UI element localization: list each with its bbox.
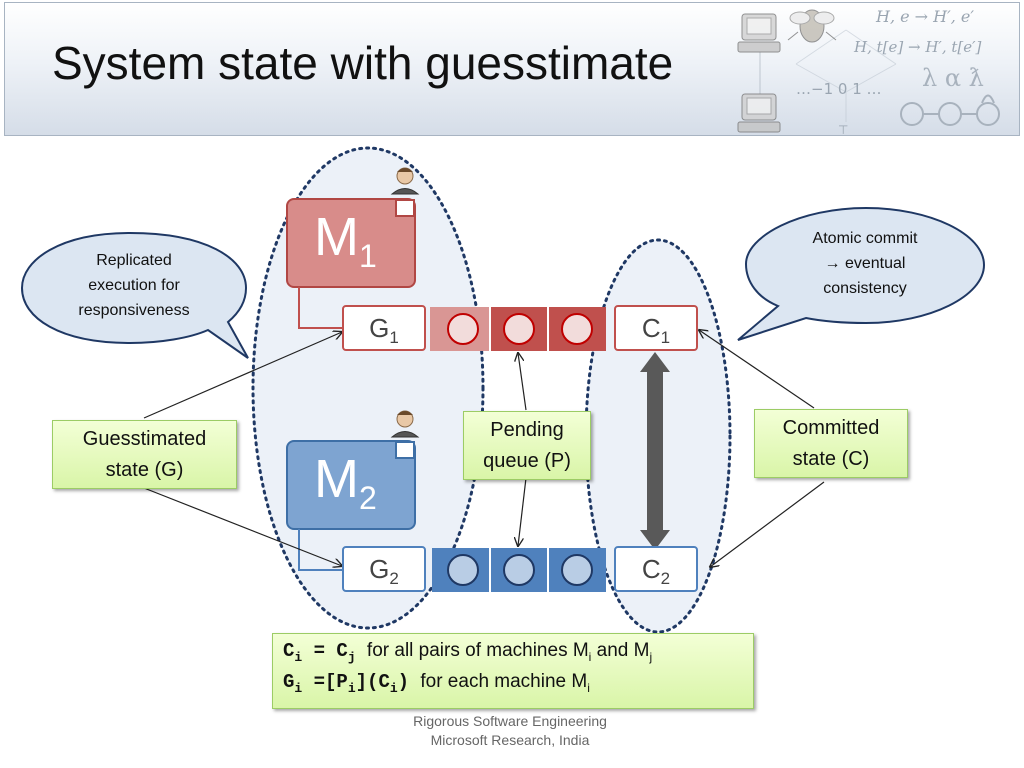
math-rule-1: H, e → H′, e′: [875, 7, 974, 26]
lambda-symbols: λ α ƛ: [922, 64, 984, 92]
callout-line: Replicated: [96, 252, 172, 269]
label-line: queue (P): [483, 450, 571, 472]
callout-line: execution for: [88, 277, 180, 294]
queue-item: [561, 313, 593, 345]
committed-state-label: Committed state (C): [754, 409, 908, 478]
commit-sync-arrow: [640, 352, 670, 550]
committed-to-c1-arrow: [699, 330, 815, 409]
label-line: Committed: [782, 417, 880, 439]
computer-icon: [737, 93, 781, 133]
pending-to-queue2-arrow: [518, 477, 527, 546]
callout-line: Atomic commit: [812, 230, 918, 247]
slide-footer: Rigorous Software Engineering Microsoft …: [360, 712, 660, 750]
label-line: state (C): [792, 448, 870, 470]
guesstimated-to-g1-arrow: [143, 332, 342, 419]
node-c1: C1: [614, 305, 698, 351]
number-line: …−1 0 1 …: [796, 80, 882, 98]
machine-m1-box: [286, 198, 416, 288]
slide-title: System state with guesstimate: [52, 37, 674, 89]
footer-line-1: Rigorous Software Engineering: [413, 713, 607, 729]
bug-icon: [787, 9, 837, 43]
pending-to-queue1-arrow: [518, 353, 527, 411]
computer-icon: [737, 13, 781, 53]
pending-queue-row-2: [432, 548, 606, 592]
state-machine-icon: [900, 94, 1000, 126]
guesstimated-state-label: Guesstimated state (G): [52, 420, 237, 489]
label-line: Pending: [490, 419, 564, 441]
node-g2: G2: [342, 546, 426, 592]
committed-to-c2-arrow: [710, 481, 825, 567]
atomic-callout-shape: [737, 206, 986, 341]
m1-to-g1-connector: [298, 287, 344, 329]
pending-queue-row-1: [430, 307, 606, 351]
atomic-callout-text: Atomic commit → eventual consistency: [775, 226, 955, 301]
machine-m2-label: M2: [314, 449, 377, 516]
replicated-callout-text: Replicated execution for responsiveness: [44, 248, 224, 323]
machine-m1-label: M1: [314, 207, 377, 274]
node-c2: C2: [614, 546, 698, 592]
callout-line: → eventual: [824, 255, 906, 272]
machine-m2-box: [286, 440, 416, 530]
invariant-formula-box: Ci = Cj for all pairs of machines Mi and…: [272, 633, 754, 709]
replicated-callout-shape: [20, 231, 249, 359]
math-rule-2: H, t[e] → H′, t[e′]: [853, 38, 982, 56]
queue-item: [503, 554, 535, 586]
queue-item: [561, 554, 593, 586]
node-g1: G1: [342, 305, 426, 351]
header-decoration: H, e → H′, e′ H, t[e] → H′, t[e′] …−1 0 …: [737, 7, 1000, 136]
guesstimated-to-g2-arrow: [143, 487, 342, 566]
m2-to-g2-connector: [298, 529, 344, 571]
label-line: state (G): [105, 459, 184, 481]
label-line: Guesstimated: [82, 428, 207, 450]
queue-item: [447, 313, 479, 345]
queue-item: [503, 313, 535, 345]
user-icon: [390, 167, 420, 195]
pending-queue-label: Pending queue (P): [463, 411, 591, 480]
formula-line-1: Ci = Cj for all pairs of machines Mi and…: [283, 640, 653, 665]
formula-line-2: Gi =[Pi](Ci) for each machine Mi: [283, 671, 590, 696]
callout-line: consistency: [823, 280, 907, 297]
queue-item: [447, 554, 479, 586]
top-symbol: ⊤: [838, 123, 848, 136]
footer-line-2: Microsoft Research, India: [430, 732, 590, 748]
title-band: [4, 2, 1020, 136]
callout-line: responsiveness: [78, 302, 190, 319]
user-icon: [390, 410, 420, 438]
